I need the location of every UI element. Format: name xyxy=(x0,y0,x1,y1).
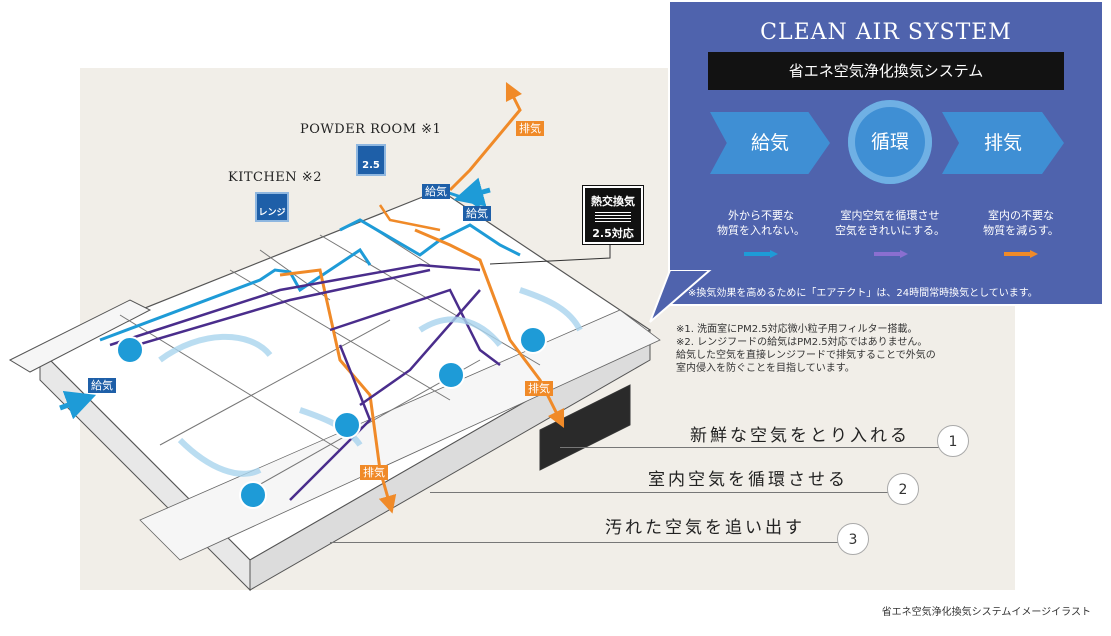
circulation-ducts xyxy=(109,263,501,501)
exhaust-tag-bottom: 排気 xyxy=(360,465,388,480)
exhaust-duct-3 xyxy=(448,81,523,192)
step-3-text: 汚れた空気を追い出す xyxy=(605,518,805,538)
footnotes: ※1. 洗面室にPM2.5対応微小粒子用フィルター搭載。 ※2. レンジフードの… xyxy=(676,323,936,375)
kitchen-label: KITCHEN ※2 xyxy=(228,170,322,185)
supply-tag-2: 給気 xyxy=(463,206,491,221)
step-2-number: 2 xyxy=(887,473,919,505)
step-1-text: 新鮮な空気をとり入れる xyxy=(690,426,910,446)
exhaust-desc-line1: 室内の不要な xyxy=(988,209,1054,222)
circulation-desc-line2: 空気をきれいにする。 xyxy=(834,224,946,237)
air-outlets xyxy=(116,326,547,509)
exhaust-chevron: 排気 xyxy=(942,112,1064,174)
airflow-swirl-4 xyxy=(519,287,583,332)
exhaust-tag-right: 排気 xyxy=(525,381,553,396)
heat-exchange-sub: 2.5対応 xyxy=(592,227,634,240)
exhaust-duct-4 xyxy=(378,204,441,232)
system-name-bar: 省エネ空気浄化換気システム xyxy=(708,52,1064,90)
supply-desc-line2: 物質を入れない。 xyxy=(717,224,805,237)
supply-duct xyxy=(99,247,372,342)
vent-grille xyxy=(539,384,631,471)
illustration-caption: 省エネ空気浄化換気システムイメージイラスト xyxy=(881,607,1091,618)
supply-tag-left: 給気 xyxy=(88,378,116,393)
step-1-line xyxy=(560,447,940,448)
supply-arrow-left xyxy=(59,391,97,420)
powder-room-label: POWDER ROOM ※1 xyxy=(300,122,442,137)
step-2-text: 室内空気を循環させる xyxy=(648,470,848,490)
circulation-desc-line1: 室内空気を循環させ xyxy=(840,209,940,222)
footnote-4: 室内侵入を防ぐことを目指しています。 xyxy=(676,363,855,374)
airflow-swirl-1 xyxy=(158,333,273,363)
footnote-3: 給気した空気を直接レンジフードで排気することで外気の xyxy=(676,350,936,361)
step-3-number: 3 xyxy=(837,523,869,555)
circulation-circle: 循環 xyxy=(848,100,932,184)
vent-lines-icon xyxy=(595,212,631,222)
balcony xyxy=(8,299,152,373)
exhaust-arrow-icon xyxy=(1004,250,1038,258)
range-hood-label: レンジ xyxy=(258,208,286,218)
callout-title: CLEAN AIR SYSTEM xyxy=(760,20,1012,45)
supply-tag-1: 給気 xyxy=(422,184,450,199)
supply-chevron-label: 給気 xyxy=(750,132,789,154)
footnote-2: ※2. レンジフードの給気はPM2.5対応ではありません。 xyxy=(676,337,928,348)
exhaust-description: 室内の不要な 物質を減らす。 xyxy=(956,208,1086,238)
supply-desc-line1: 外から不要な xyxy=(728,209,794,222)
step-2-line xyxy=(430,492,890,493)
range-hood-icon: レンジ xyxy=(255,192,289,222)
step-3-line xyxy=(330,542,840,543)
circulation-description: 室内空気を循環させ 空気をきれいにする。 xyxy=(825,208,955,238)
heat-exchange-title: 熱交換気 xyxy=(591,195,635,208)
airflow-swirl-2 xyxy=(177,437,262,477)
exhaust-desc-line2: 物質を減らす。 xyxy=(983,224,1059,237)
pm25-filter-icon: 2.5 xyxy=(356,144,386,176)
footnote-1: ※1. 洗面室にPM2.5対応微小粒子用フィルター搭載。 xyxy=(676,324,918,335)
pm25-filter-label: 2.5 xyxy=(362,160,380,171)
airflow-swirl-3 xyxy=(418,316,503,347)
heat-exchange-box: 熱交換気 2.5対応 xyxy=(582,185,644,245)
step-1-number: 1 xyxy=(937,425,969,457)
supply-description: 外から不要な 物質を入れない。 xyxy=(696,208,826,238)
circulation-arrow-icon xyxy=(874,250,908,258)
supply-arrow-top xyxy=(453,177,491,207)
callout-pointer xyxy=(649,270,712,323)
callout-note: ※換気効果を高めるために「エアテクト」は、24時間常時換気としています。 xyxy=(688,288,1038,299)
exhaust-chevron-label: 排気 xyxy=(983,132,1022,154)
supply-arrow-icon xyxy=(744,250,778,258)
supply-chevron: 給気 xyxy=(710,112,830,174)
heat-leader-line xyxy=(489,244,611,265)
circulation-label: 循環 xyxy=(870,131,909,153)
exhaust-tag-top: 排気 xyxy=(516,121,544,136)
clean-air-callout: CLEAN AIR SYSTEM 省エネ空気浄化換気システム 給気 循環 排気 … xyxy=(668,0,1104,306)
